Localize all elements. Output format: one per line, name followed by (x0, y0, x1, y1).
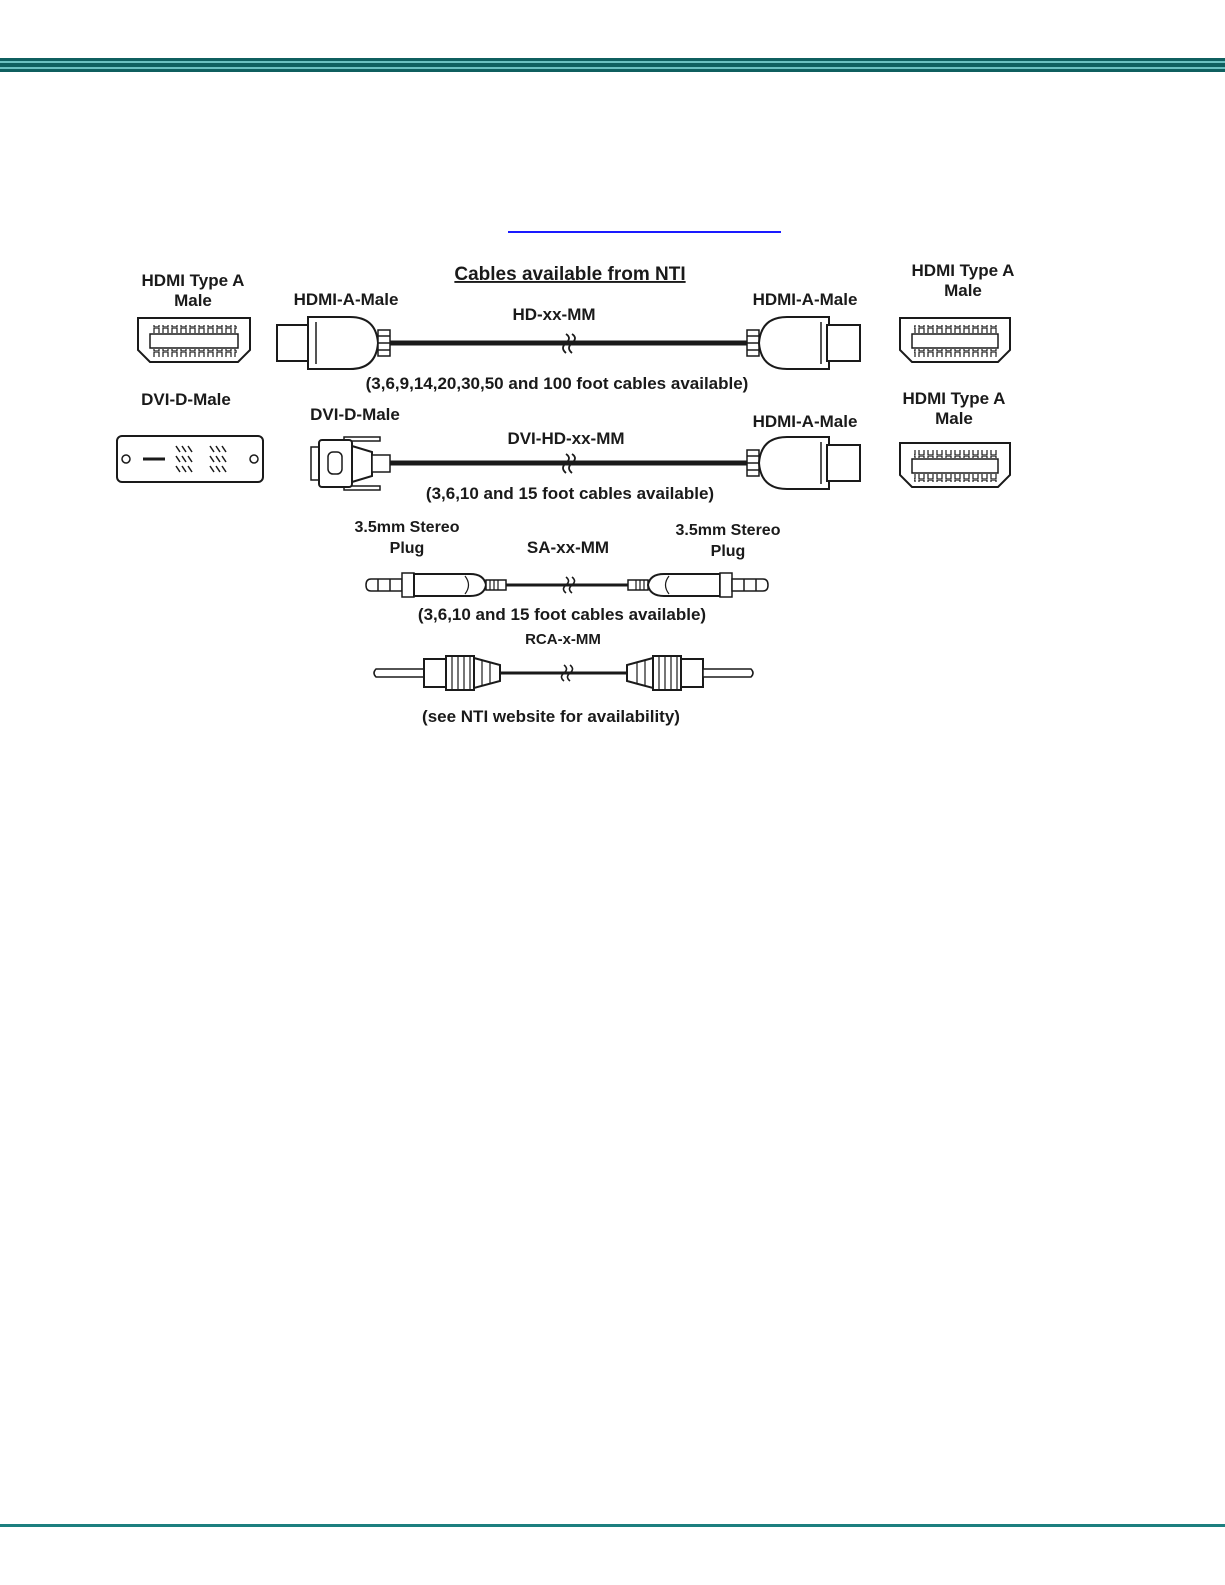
cable-diagram: Cables available from NTI HDMI Type A Ma… (116, 261, 1015, 726)
cable1-name: HD-xx-MM (512, 305, 595, 324)
cable3-right-end-line1: 3.5mm Stereo (676, 522, 781, 539)
cable1-left-end-label: HDMI-A-Male (294, 290, 399, 309)
hdmi-port-icon (899, 442, 1011, 488)
cable2-lengths: (3,6,10 and 15 foot cables available) (426, 484, 714, 503)
cable3-name: SA-xx-MM (527, 538, 609, 557)
rca-plug-icon (373, 655, 501, 691)
cable1-lengths: (3,6,9,14,20,30,50 and 100 foot cables a… (366, 374, 749, 393)
figure-title: Cables available from NTI (454, 264, 685, 285)
label-right-hdmi-type-a-1-line2: Male (944, 281, 982, 300)
cable1-right-end-label: HDMI-A-Male (753, 290, 858, 309)
cable3-right-end-line2: Plug (711, 543, 746, 560)
break-mark-icon (562, 576, 576, 594)
footer-rule (0, 1524, 1225, 1527)
hdmi-plug-icon (746, 436, 861, 490)
hdmi-port-icon (137, 317, 251, 363)
cable4-name: RCA-x-MM (525, 631, 601, 648)
cable3-left-end-line2: Plug (390, 540, 425, 557)
hyperlink-underline[interactable] (508, 231, 781, 233)
label-left-hdmi-type-a-line1: HDMI Type A (142, 271, 245, 290)
label-right-hdmi-type-a-1-line1: HDMI Type A (912, 261, 1015, 280)
stereo-plug-icon (365, 572, 507, 598)
cable4-availability: (see NTI website for availability) (422, 707, 680, 726)
cable2-name: DVI-HD-xx-MM (507, 429, 624, 448)
break-mark-icon (560, 664, 574, 682)
label-left-hdmi-type-a-line2: Male (174, 291, 212, 310)
hdmi-plug-icon (276, 316, 391, 370)
cable3-left-end-line1: 3.5mm Stereo (355, 519, 460, 536)
hdmi-port-icon (899, 317, 1011, 363)
label-right-hdmi-type-a-2-line1: HDMI Type A (903, 389, 1006, 408)
label-left-dvi-d-male: DVI-D-Male (141, 390, 231, 409)
break-mark-icon (562, 453, 576, 474)
cable2-left-end-label: DVI-D-Male (310, 405, 400, 424)
cable2-right-end-label: HDMI-A-Male (753, 412, 858, 431)
rca-plug-icon (626, 655, 754, 691)
cable3-lengths: (3,6,10 and 15 foot cables available) (418, 605, 706, 624)
stereo-plug-icon (627, 572, 769, 598)
header-rule (0, 58, 1225, 72)
dvi-port-icon (116, 435, 264, 483)
hdmi-plug-icon (746, 316, 861, 370)
label-right-hdmi-type-a-2-line2: Male (935, 409, 973, 428)
dvi-plug-icon (310, 436, 391, 491)
break-mark-icon (562, 333, 576, 354)
